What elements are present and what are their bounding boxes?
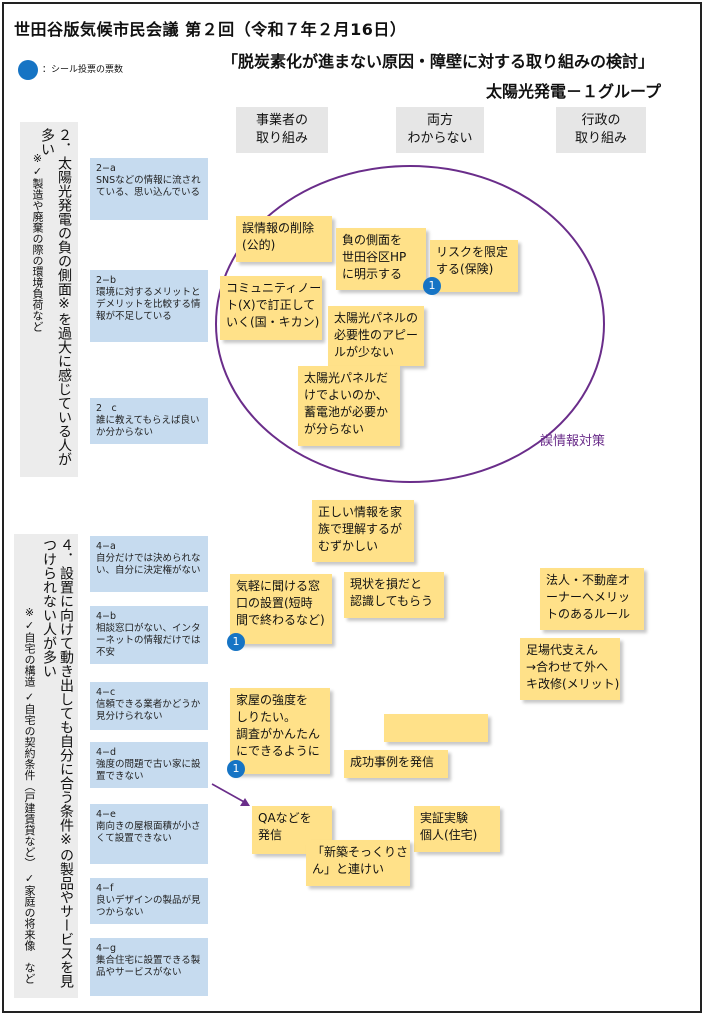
vote-badge: 1 [227,760,245,778]
sticky-note: 太陽光パネルの 必要性のアピー ルが少ない [328,306,424,366]
cause-card-4g: 4−g 集合住宅に設置できる製品やサービスがない [90,938,208,996]
sticky-note: コミュニティノー ト(X)で訂正して いく(国・キカン) [220,276,322,340]
sticky-note: 正しい情報を家 族で理解するが むずかしい [312,500,414,562]
column-government: 行政の 取り組み [556,107,646,153]
cause-card-2c: 2 c 誰に教えてもらえば良いか分からない [90,398,208,444]
cause-text: 信頼できる業者かどうか見分けられない [96,699,201,722]
vote-sticker-legend-icon [18,60,38,80]
sticky-note: 太陽光パネルだ けでよいのか、 蓄電池が必要か が分らない [298,366,400,446]
cause-text: SNSなどの情報に流されている、思い込んでいる [96,175,201,198]
cause-id: 4−d [96,747,117,758]
cause-id: 4−g [96,943,117,954]
cause-card-4a: 4−a 自分だけでは決められない、自分に決定権がない [90,536,208,592]
sticky-note: 足場代支えん →合わせて外へ キ改修(メリット) [520,638,620,700]
cause-text: 環境に対するメリットとデメリットを比較する情報が不足している [96,287,201,322]
cause-text: 南向きの屋根面積が小さくて設置できない [96,821,201,844]
sticky-note-blank [384,714,488,742]
sticky-note: 法人・不動産オ ーナーへメリッ トのあるルール [540,568,644,630]
sticky-note: 負の側面を 世田谷区HP に明示する [336,228,426,290]
circle-label: 誤情報対策 [540,434,606,449]
sticky-note: 誤情報の削除 (公的) [236,216,332,262]
arrow-4d [211,783,247,804]
cause-id: 4−b [96,611,117,622]
cause-card-4f: 4−f 良いデザインの製品が見つからない [90,878,208,924]
cause-card-4e: 4−e 南向きの屋根面積が小さくて設置できない [90,804,208,864]
cause-card-2b: 2−b 環境に対するメリットとデメリットを比較する情報が不足している [90,270,208,342]
cause-id: 4−e [96,809,116,820]
section-4-panel: ４．設置に向けて動き出しても自分に合う条件※の製品やサービスを見つけられない人が… [14,534,78,998]
cause-text: 相談窓口がない、インターネットの情報だけでは不安 [96,623,201,658]
column-business: 事業者の 取り組み [236,107,328,153]
page-title: 世田谷版気候市民会議 第２回（令和７年２月16日） [14,20,407,39]
section-2-panel: ２．太陽光発電の負の側面※を過大に感じている人が多い ※✓製造や廃棄の際の環境負… [20,122,78,477]
cause-text: 誰に教えてもらえば良いか分からない [96,415,200,438]
section-4-title: ４．設置に向けて動き出しても自分に合う条件※の製品やサービスを見つけられない人が… [41,538,74,988]
sticky-note: 実証実験 個人(住宅) [414,806,500,852]
section-2-note: ※✓製造や廃棄の際の環境負荷など [31,152,44,332]
sticky-note: 気軽に聞ける窓 口の設置(短時 間で終わるなど) [230,574,332,644]
sticky-note: 「新築そっくりさ ん」と連けい [306,840,410,886]
sticky-note: 現状を損だと 認識してもらう [344,572,444,618]
cause-id: 2 c [96,403,117,414]
cause-text: 良いデザインの製品が見つからない [96,895,201,918]
sticky-note: 家屋の強度を しりたい。 調査がかんたん にできるように [230,688,330,774]
column-both: 両方 わからない [396,107,484,153]
cause-text: 集合住宅に設置できる製品やサービスがない [96,955,201,978]
sticky-note: 成功事例を発信 [344,750,448,778]
cause-id: 2−a [96,163,116,174]
cause-id: 4−a [96,541,116,552]
vote-badge: 1 [227,633,245,651]
section-4-note: ※✓自宅の構造 ✓自宅の契約条件（戸建賃貸など） ✓家庭の将来像 など [23,606,36,984]
cause-id: 4−c [96,687,116,698]
sticky-note: リスクを限定 する(保険) [430,240,518,292]
theme-title: 「脱炭素化が進まない原因・障壁に対する取り組みの検討」 [222,52,655,71]
cause-text: 強度の問題で古い家に設置できない [96,759,201,782]
section-2-title: ２．太陽光発電の負の側面※を過大に感じている人が多い [39,128,72,466]
group-name: 太陽光発電－１グループ [486,82,662,101]
cause-card-2a: 2−a SNSなどの情報に流されている、思い込んでいる [90,158,208,220]
cause-text: 自分だけでは決められない、自分に決定権がない [96,553,201,576]
vote-badge: 1 [423,277,441,295]
cause-card-4c: 4−c 信頼できる業者かどうか見分けられない [90,682,208,730]
cause-card-4d: 4−d 強度の問題で古い家に設置できない [90,742,208,788]
cause-id: 4−f [96,883,114,894]
arrow-head-icon [240,798,250,806]
misinformation-circle [215,165,605,483]
legend-label: ：シール投票の票数 [42,65,124,75]
cause-id: 2−b [96,275,117,286]
cause-card-4b: 4−b 相談窓口がない、インターネットの情報だけでは不安 [90,606,208,664]
